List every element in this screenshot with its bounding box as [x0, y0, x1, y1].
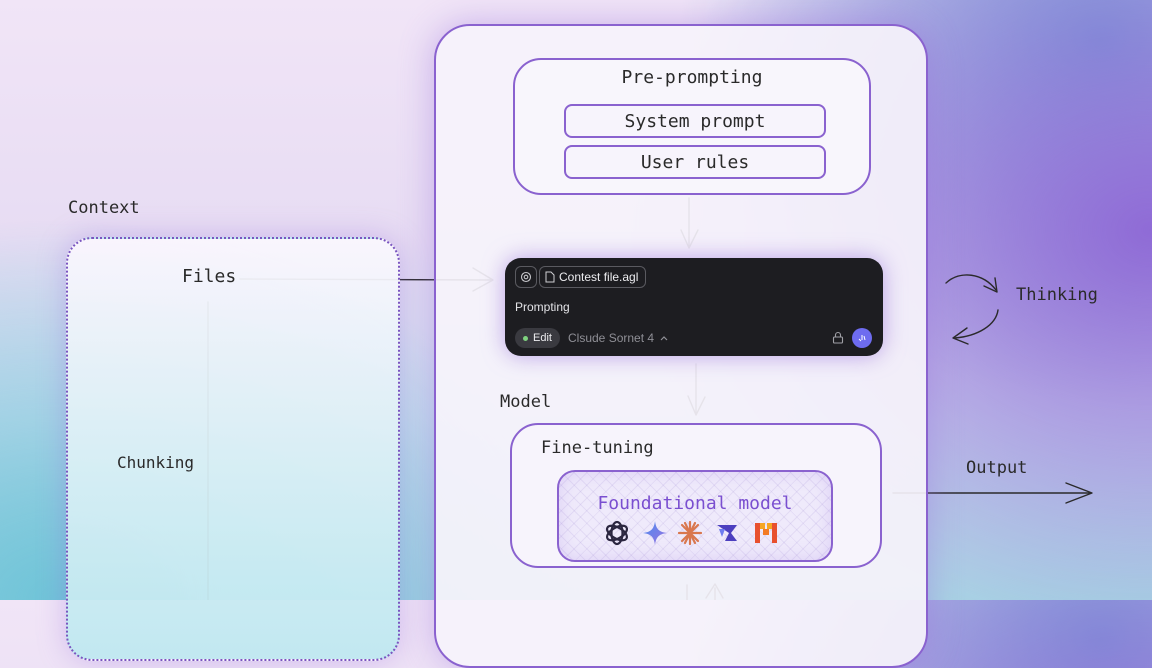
output-label: Output	[966, 458, 1028, 478]
chevron-up-icon	[660, 336, 668, 341]
mention-button[interactable]	[515, 266, 537, 288]
mode-label: Edit	[533, 332, 552, 344]
openai-icon	[605, 520, 629, 546]
prompting-label: Prompting	[515, 300, 570, 314]
finetuning-title: Fine-tuning	[541, 438, 654, 458]
context-panel	[66, 237, 400, 661]
file-chip-label: Contest file.agl	[559, 270, 639, 284]
send-icon	[858, 335, 866, 342]
mode-button[interactable]: Edit	[515, 328, 560, 348]
mode-status-dot	[523, 335, 528, 341]
chunking-label: Chunking	[117, 453, 195, 472]
lock-icon[interactable]	[832, 331, 844, 344]
user-rules-box: User rules	[564, 145, 826, 179]
context-title: Context	[68, 198, 140, 218]
file-chip[interactable]: Contest file.agl	[539, 266, 647, 288]
foundational-model-box	[557, 470, 833, 562]
files-label: Files	[182, 266, 237, 287]
thinking-loop-bottom	[954, 309, 999, 339]
model-selector-label: Clsude Sornet 4	[568, 331, 655, 345]
at-icon	[520, 271, 532, 283]
gemini-icon	[643, 521, 667, 545]
meta-icon	[717, 525, 737, 541]
model-selector[interactable]: Clsude Sornet 4	[568, 331, 668, 345]
mistral-icon	[755, 523, 777, 543]
file-icon	[545, 271, 555, 283]
foundational-model-title: Foundational model	[597, 493, 793, 514]
system-prompt-box: System prompt	[564, 104, 826, 138]
model-title: Model	[500, 392, 552, 412]
send-avatar[interactable]	[852, 328, 872, 348]
prompt-card[interactable]: Contest file.agl Prompting Edit Clsude S…	[505, 258, 883, 356]
thinking-loop-top	[945, 274, 997, 291]
thinking-label: Thinking	[1016, 285, 1098, 305]
preprompting-title: Pre-prompting	[621, 67, 763, 88]
claude-icon	[677, 520, 703, 546]
